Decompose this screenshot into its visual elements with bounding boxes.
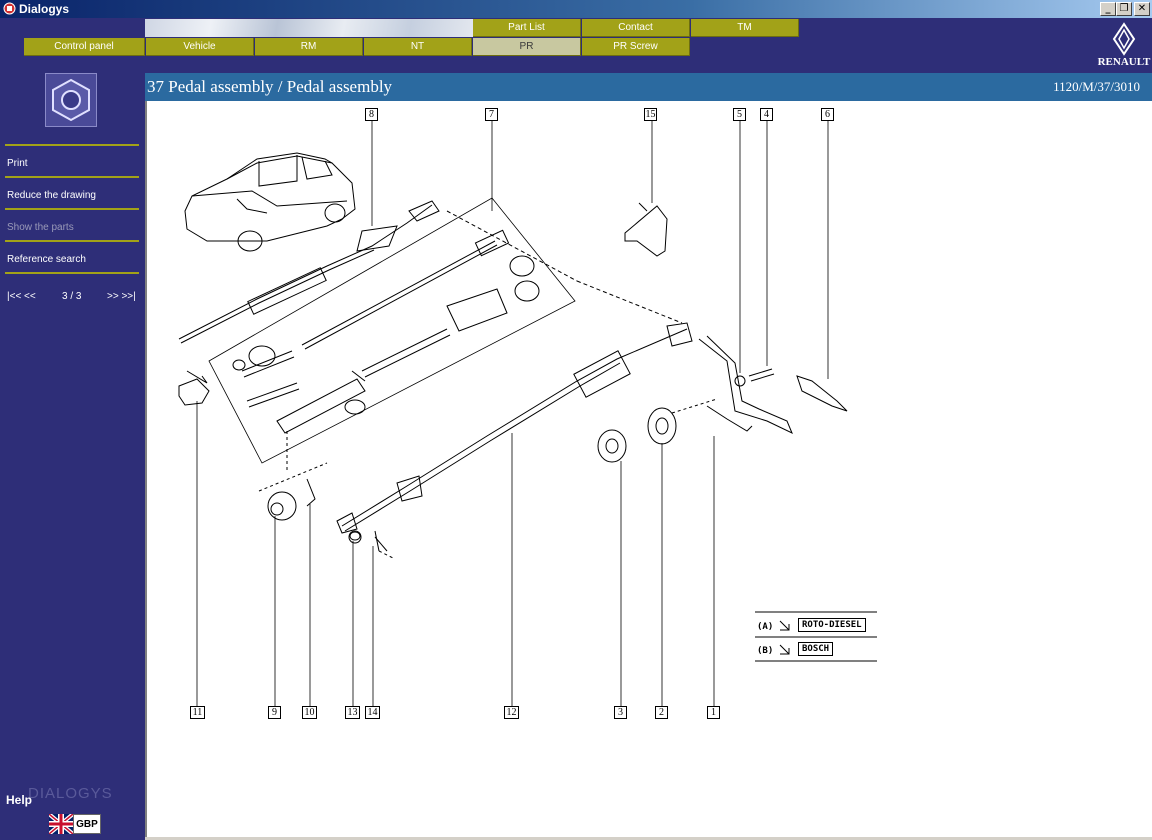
part-11 — [178, 370, 210, 406]
currency-selector[interactable]: GBP — [73, 814, 101, 834]
tab-label: Control panel — [54, 41, 114, 52]
tab-label: PR — [519, 41, 534, 52]
renault-diamond-icon — [1112, 22, 1136, 56]
tab-control-panel[interactable]: Control panel — [24, 38, 145, 56]
app-icon — [3, 2, 16, 15]
callout-15[interactable]: 15 — [644, 108, 657, 121]
dialogys-watermark: DIALOGYS — [28, 785, 113, 802]
callout-12[interactable]: 12 — [504, 706, 519, 719]
divider — [5, 208, 139, 210]
arrow-icon — [779, 620, 790, 631]
drawing-canvas — [178, 121, 877, 706]
callout-11[interactable]: 11 — [190, 706, 205, 719]
maximize-button[interactable]: ❐ — [1116, 2, 1132, 16]
menu-reduce-drawing[interactable]: Reduce the drawing — [7, 190, 96, 201]
callout-5[interactable]: 5 — [733, 108, 746, 121]
window-title: Dialogys — [19, 2, 70, 16]
tab-label: Part List — [508, 22, 545, 33]
exploded-drawing[interactable]: 8 7 15 5 4 6 11 9 10 13 14 12 3 2 1 (A) … — [145, 101, 1152, 837]
callout-3[interactable]: 3 — [614, 706, 627, 719]
sidebar: Print Reduce the drawing Show the parts … — [0, 73, 145, 840]
cable-12 — [336, 322, 693, 552]
tab-vehicle[interactable]: Vehicle — [146, 38, 254, 56]
title-bar: Dialogys _ ❐ ✕ — [0, 0, 1152, 18]
pager-count: 3 / 3 — [62, 291, 82, 302]
divider — [5, 240, 139, 242]
tab-contact[interactable]: Contact — [582, 19, 690, 37]
callout-4[interactable]: 4 — [760, 108, 773, 121]
kit-parts — [232, 229, 540, 434]
callout-9[interactable]: 9 — [268, 706, 281, 719]
tab-part-list[interactable]: Part List — [473, 19, 581, 37]
legend-value-a: ROTO-DIESEL — [798, 618, 866, 632]
minimize-button[interactable]: _ — [1100, 2, 1116, 16]
tab-pr-screw[interactable]: PR Screw — [582, 38, 690, 56]
leader-lines — [196, 121, 829, 706]
callout-14[interactable]: 14 — [365, 706, 380, 719]
renault-logo: RENAULT — [1096, 22, 1152, 70]
part-category-icon — [45, 73, 97, 127]
menu-show-parts: Show the parts — [7, 222, 74, 233]
tab-label: PR Screw — [613, 41, 658, 52]
divider — [5, 176, 139, 178]
callout-8[interactable]: 8 — [365, 108, 378, 121]
header-decoration — [145, 19, 475, 37]
tab-label: Contact — [618, 22, 653, 33]
brand-name: RENAULT — [1097, 56, 1151, 68]
parts-3-2 — [597, 407, 677, 463]
menu-reference-search[interactable]: Reference search — [7, 254, 86, 265]
arrow-icon — [779, 644, 790, 655]
pager-first-prev[interactable]: |<< << — [7, 291, 36, 302]
hex-nut-icon — [52, 78, 90, 122]
pager-next-last[interactable]: >> >>| — [107, 291, 136, 302]
tab-nt[interactable]: NT — [364, 38, 472, 56]
divider — [5, 272, 139, 274]
legend-rules — [755, 611, 877, 662]
uk-flag-icon[interactable] — [49, 814, 73, 834]
tab-pr[interactable]: PR — [473, 38, 581, 56]
callout-2[interactable]: 2 — [655, 706, 668, 719]
legend-value-b: BOSCH — [798, 642, 834, 656]
divider — [5, 144, 139, 146]
header-bar: Part List Contact TM Control panel Vehic… — [0, 18, 1152, 73]
callout-1[interactable]: 1 — [707, 706, 720, 719]
callout-6[interactable]: 6 — [821, 108, 834, 121]
callout-10[interactable]: 10 — [302, 706, 317, 719]
content-title-bar: 37 Pedal assembly / Pedal assembly 1120/… — [145, 73, 1152, 101]
tab-label: TM — [737, 22, 752, 33]
menu-print[interactable]: Print — [7, 158, 28, 169]
legend-key-b: (B) — [757, 646, 774, 656]
tab-rm[interactable]: RM — [255, 38, 363, 56]
tab-tm[interactable]: TM — [691, 19, 799, 37]
close-button[interactable]: ✕ — [1134, 2, 1150, 16]
callout-13[interactable]: 13 — [345, 706, 360, 719]
car-illustration — [184, 152, 356, 252]
kit-box-7 — [208, 197, 683, 464]
tab-label: RM — [300, 41, 317, 52]
page-title: 37 Pedal assembly / Pedal assembly — [147, 77, 393, 96]
legend-key-a: (A) — [757, 622, 774, 632]
pedal-1 — [698, 335, 793, 435]
help-link[interactable]: Help — [6, 793, 33, 807]
parts-9-10-13-14 — [258, 398, 718, 560]
part-15 — [624, 202, 668, 257]
tab-label: Vehicle — [183, 41, 216, 52]
drawing-reference: 1120/M/37/3010 — [1053, 79, 1140, 94]
tab-label: NT — [410, 41, 425, 52]
parts-5-4-6 — [734, 368, 848, 412]
cable-assembly-8 — [178, 200, 440, 344]
callout-7[interactable]: 7 — [485, 108, 498, 121]
